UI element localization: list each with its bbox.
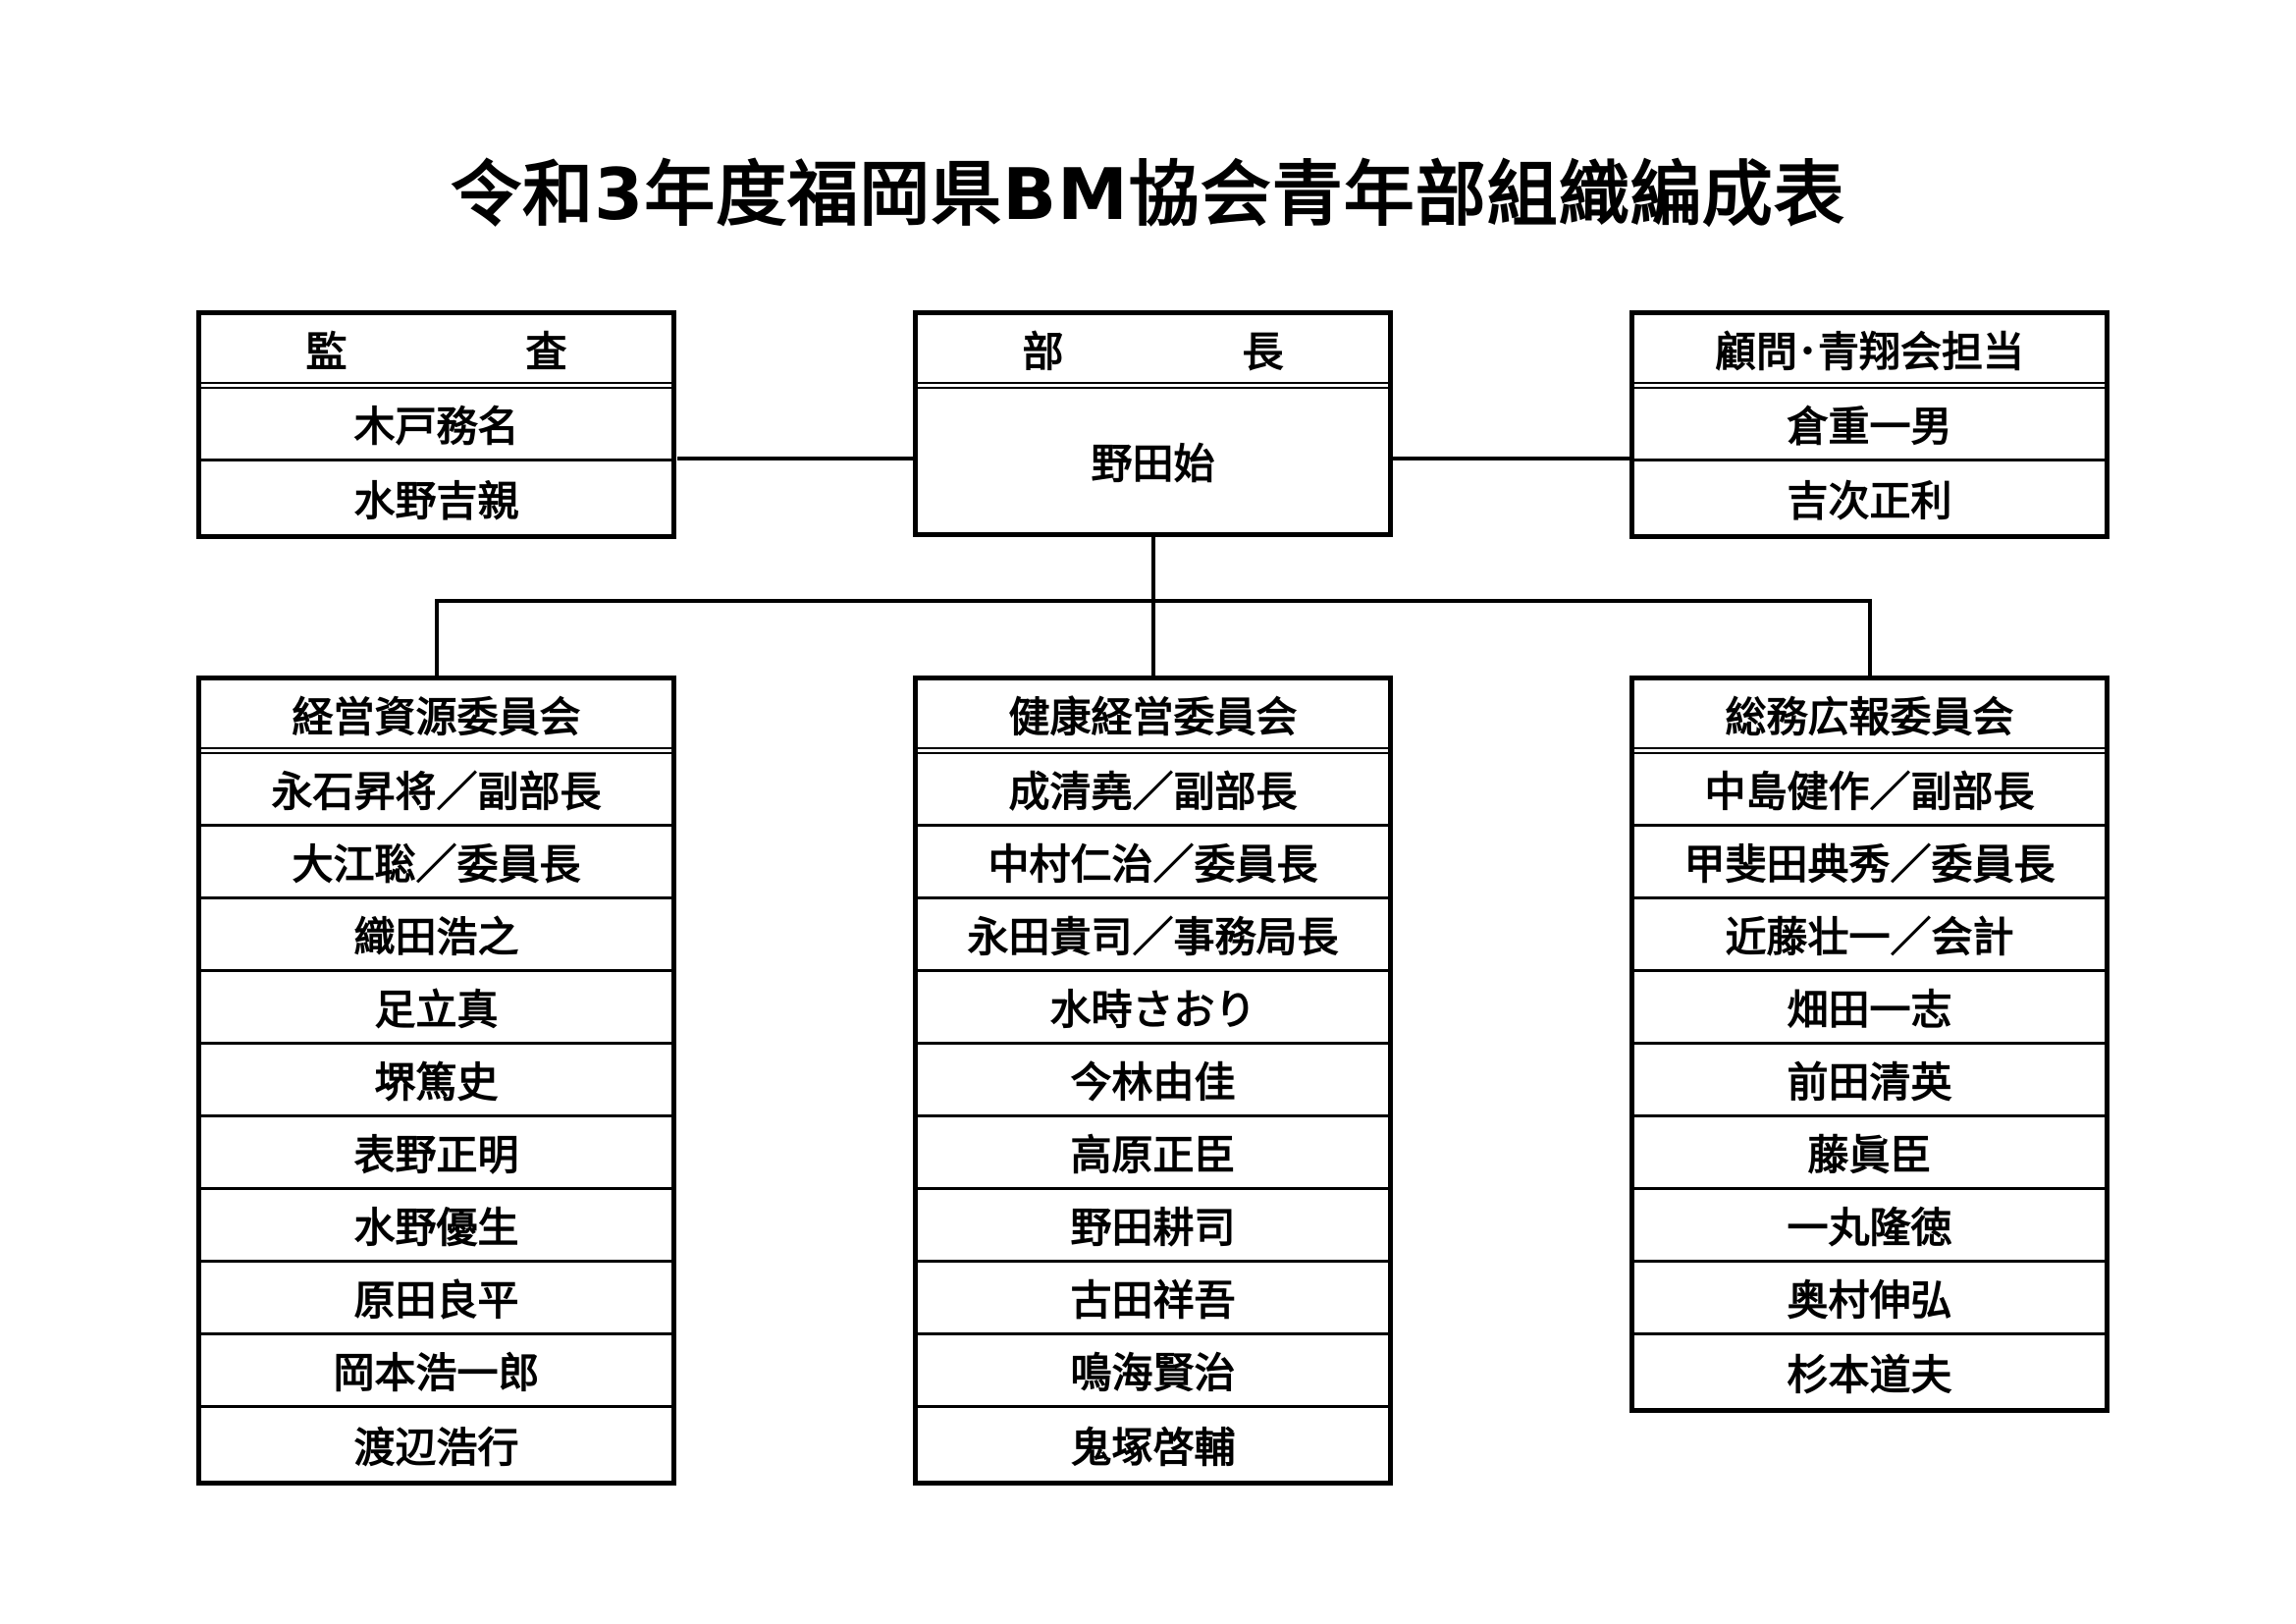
audit-member: 水野吉親 xyxy=(353,476,519,525)
committee-member: 甲斐田典秀／委員長 xyxy=(1634,827,2105,899)
committee-member: 織田浩之 xyxy=(201,899,671,972)
committee-member: 中村仁治／委員長 xyxy=(918,827,1388,899)
committee-member: 野田耕司 xyxy=(918,1190,1388,1263)
audit-header: 監 査 xyxy=(201,315,671,389)
director-name: 野田始 xyxy=(1091,439,1215,488)
committee-member: 畑田一志 xyxy=(1634,972,2105,1045)
committee-member: 堺篤史 xyxy=(201,1045,671,1117)
committee-member: 鬼塚啓輔 xyxy=(1070,1423,1236,1472)
committee-member: 成清堯／副部長 xyxy=(918,754,1388,827)
committee-member: 前田清英 xyxy=(1634,1045,2105,1117)
audit-member: 木戸務名 xyxy=(201,389,671,461)
committee-member: 中島健作／副部長 xyxy=(1634,754,2105,827)
advisor-header: 顧問･青翔会担当 xyxy=(1634,315,2105,389)
committee-member: 足立真 xyxy=(201,972,671,1045)
page-title: 令和3年度福岡県BM協会青年部組織編成表 xyxy=(451,153,1845,236)
committee-header: 経営資源委員会 xyxy=(201,680,671,754)
committee-member: 永田貴司／事務局長 xyxy=(918,899,1388,972)
committee-box-management-resources: 経営資源委員会 永石昇将／副部長 大江聡／委員長 織田浩之 足立真 堺篤史 表野… xyxy=(196,676,676,1486)
committee-member: 渡辺浩行 xyxy=(353,1423,519,1472)
advisor-box: 顧問･青翔会担当 倉重一男 吉次正利 xyxy=(1629,310,2109,539)
committee-member: 水時さおり xyxy=(918,972,1388,1045)
committee-member: 一丸隆徳 xyxy=(1634,1190,2105,1263)
committee-header: 総務広報委員会 xyxy=(1634,680,2105,754)
director-box: 部 長 野田始 xyxy=(913,310,1393,537)
committee-member: 奥村伸弘 xyxy=(1634,1263,2105,1335)
committee-member: 永石昇将／副部長 xyxy=(201,754,671,827)
committee-member: 鳴海賢治 xyxy=(918,1335,1388,1408)
committee-member: 今林由佳 xyxy=(918,1045,1388,1117)
committee-member: 岡本浩一郎 xyxy=(201,1335,671,1408)
committee-member: 古田祥吾 xyxy=(918,1263,1388,1335)
committee-member: 水野優生 xyxy=(201,1190,671,1263)
advisor-member: 倉重一男 xyxy=(1634,389,2105,461)
audit-box: 監 査 木戸務名 水野吉親 xyxy=(196,310,676,539)
committee-member: 近藤壮一／会計 xyxy=(1634,899,2105,972)
committee-box-health-management: 健康経営委員会 成清堯／副部長 中村仁治／委員長 永田貴司／事務局長 水時さおり… xyxy=(913,676,1393,1486)
committee-member: 表野正明 xyxy=(201,1117,671,1190)
committee-member: 高原正臣 xyxy=(918,1117,1388,1190)
committee-box-general-affairs-pr: 総務広報委員会 中島健作／副部長 甲斐田典秀／委員長 近藤壮一／会計 畑田一志 … xyxy=(1629,676,2109,1413)
director-header: 部 長 xyxy=(918,315,1388,389)
committee-header: 健康経営委員会 xyxy=(918,680,1388,754)
committee-member: 藤眞臣 xyxy=(1634,1117,2105,1190)
committee-member: 大江聡／委員長 xyxy=(201,827,671,899)
advisor-member: 吉次正利 xyxy=(1787,476,1952,525)
committee-member: 杉本道夫 xyxy=(1787,1350,1952,1399)
committee-member: 原田良平 xyxy=(201,1263,671,1335)
